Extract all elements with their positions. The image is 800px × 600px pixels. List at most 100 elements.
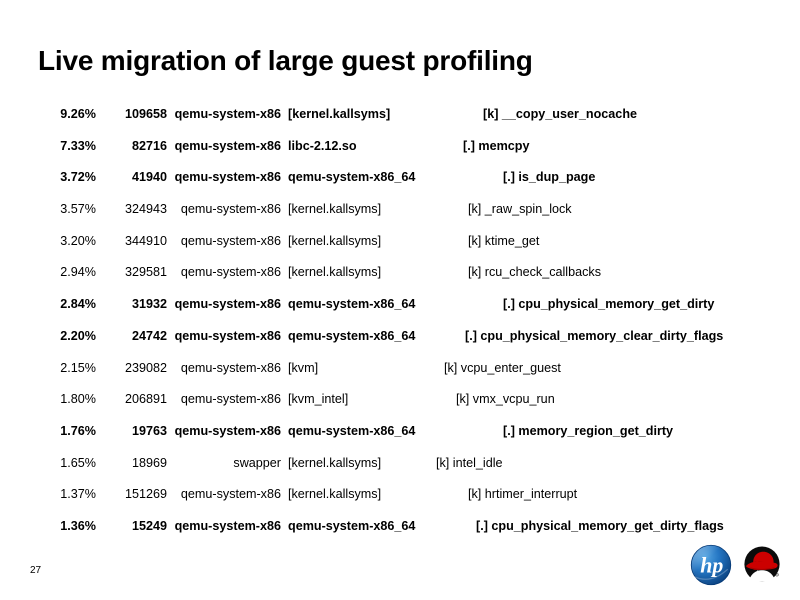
cell-symbol-name: cpu_physical_memory_clear_dirty_flags: [480, 328, 724, 343]
cell-symbol-name: memcpy: [478, 138, 530, 153]
cell-overhead: 3.57%: [60, 202, 96, 217]
cell-dso: qemu-system-x86_64: [288, 518, 416, 533]
cell-privilege-level: [.]: [476, 518, 488, 533]
cell-command: qemu-system-x86: [180, 360, 281, 375]
cell-dso: [kernel.kallsyms]: [288, 107, 391, 121]
cell-command: qemu-system-x86: [174, 518, 281, 533]
cell-symbol-name: intel_idle: [452, 455, 503, 470]
cell-overhead: 1.37%: [60, 487, 96, 502]
cell-symbol-name: vcpu_enter_guest: [460, 360, 561, 375]
cell-symbol: [.] cpu_physical_memory_clear_dirty_flag…: [465, 321, 723, 353]
cell-privilege-level: [k]: [444, 360, 458, 375]
cell-samples: 19763: [131, 423, 167, 438]
cell-samples: 206891: [124, 392, 167, 407]
cell-dso: qemu-system-x86_64: [288, 328, 416, 343]
cell-overhead: 3.20%: [60, 233, 96, 248]
cell-symbol: [k] ktime_get: [468, 226, 539, 258]
cell-privilege-level: [k]: [468, 233, 482, 248]
cell-dso: qemu-system-x86_64: [288, 297, 416, 312]
cell-symbol: [k] vmx_vcpu_run: [456, 384, 555, 416]
cell-symbol-name: cpu_physical_memory_get_dirty_flags: [491, 518, 724, 533]
cell-samples: 18969: [131, 455, 167, 470]
cell-symbol: [k] __copy_user_nocache: [483, 99, 637, 131]
cell-overhead: 2.20%: [60, 328, 96, 343]
cell-samples: 41940: [131, 170, 167, 185]
cell-dso: qemu-system-x86_64: [288, 423, 416, 438]
cell-symbol: [k] _raw_spin_lock: [468, 194, 572, 226]
cell-dso: [kernel.kallsyms]: [288, 455, 382, 470]
cell-samples: 151269: [124, 487, 167, 502]
cell-symbol-name: vmx_vcpu_run: [472, 392, 555, 407]
cell-dso: [kvm_intel]: [288, 392, 349, 407]
cell-symbol-name: rcu_check_callbacks: [484, 265, 601, 280]
cell-overhead: 2.15%: [60, 360, 96, 375]
cell-privilege-level: [.]: [503, 170, 515, 185]
cell-command: qemu-system-x86: [180, 202, 281, 217]
cell-dso: [kernel.kallsyms]: [288, 487, 382, 502]
cell-dso: qemu-system-x86_64: [288, 170, 416, 185]
cell-symbol: [k] rcu_check_callbacks: [468, 257, 601, 289]
cell-overhead: 1.76%: [60, 423, 96, 438]
cell-overhead: 2.94%: [60, 265, 96, 280]
table-row: 3.20% 344910 qemu-system-x86 [kernel.kallsy…: [0, 226, 800, 258]
cell-command: qemu-system-x86: [174, 138, 281, 153]
cell-symbol-name: is_dup_page: [518, 170, 596, 185]
table-row: 2.15% 239082 qemu-system-x86 [kvm] [k] vcpu_…: [0, 353, 800, 385]
svg-text:hp: hp: [700, 554, 723, 578]
cell-command: qemu-system-x86: [180, 233, 281, 248]
cell-command: qemu-system-x86: [174, 297, 281, 312]
cell-dso: [kvm]: [288, 360, 319, 375]
cell-overhead: 1.65%: [60, 455, 96, 470]
cell-samples: 15249: [131, 518, 167, 533]
cell-command: qemu-system-x86: [180, 487, 281, 502]
page-number: 27: [30, 565, 42, 576]
page-title: Live migration of large guest profiling: [38, 45, 533, 76]
cell-symbol-name: __copy_user_nocache: [501, 107, 638, 121]
cell-command: qemu-system-x86: [174, 328, 281, 343]
cell-symbol: [k] intel_idle: [436, 448, 503, 480]
cell-symbol-name: cpu_physical_memory_get_dirty: [518, 297, 715, 312]
cell-samples: 239082: [124, 360, 167, 375]
cell-symbol-name: _raw_spin_lock: [484, 202, 572, 217]
cell-privilege-level: [k]: [468, 265, 482, 280]
cell-symbol-name: ktime_get: [484, 233, 540, 248]
cell-overhead: 3.72%: [60, 170, 96, 185]
cell-command: qemu-system-x86: [174, 170, 281, 185]
table-row: 1.76% 19763 qemu-system-x86 qemu-system-x86…: [0, 416, 800, 448]
cell-overhead: 9.26%: [60, 107, 96, 121]
cell-privilege-level: [.]: [503, 423, 515, 438]
table-row: 1.36% 15249 qemu-system-x86 qemu-system-x86…: [0, 511, 800, 543]
cell-samples: 344910: [124, 233, 167, 248]
cell-samples: 24742: [131, 328, 167, 343]
cell-samples: 324943: [124, 202, 167, 217]
cell-samples: 82716: [131, 138, 167, 153]
cell-samples: 329581: [124, 265, 167, 280]
cell-privilege-level: [k]: [468, 487, 482, 502]
cell-dso: [kernel.kallsyms]: [288, 233, 382, 248]
cell-command: qemu-system-x86: [174, 423, 281, 438]
cell-symbol-name: memory_region_get_dirty: [518, 423, 674, 438]
cell-command: qemu-system-x86: [180, 265, 281, 280]
cell-symbol: [.] memcpy: [463, 131, 530, 163]
logo-group: hp R: [690, 543, 784, 587]
cell-symbol: [k] hrtimer_interrupt: [468, 479, 577, 511]
cell-symbol: [k] vcpu_enter_guest: [444, 353, 561, 385]
cell-privilege-level: [.]: [465, 328, 477, 343]
cell-privilege-level: [k]: [468, 202, 482, 217]
cell-overhead: 1.36%: [60, 518, 96, 533]
svg-text:R: R: [776, 575, 778, 577]
cell-dso: libc-2.12.so: [288, 138, 357, 153]
cell-samples: 31932: [131, 297, 167, 312]
table-row: 1.37% 151269 qemu-system-x86 [kernel.kallsy…: [0, 479, 800, 511]
cell-command: qemu-system-x86: [174, 107, 281, 121]
cell-symbol-name: hrtimer_interrupt: [484, 487, 578, 502]
red-hat-logo-icon: R: [744, 546, 780, 582]
cell-symbol: [.] cpu_physical_memory_get_dirty: [503, 289, 714, 321]
